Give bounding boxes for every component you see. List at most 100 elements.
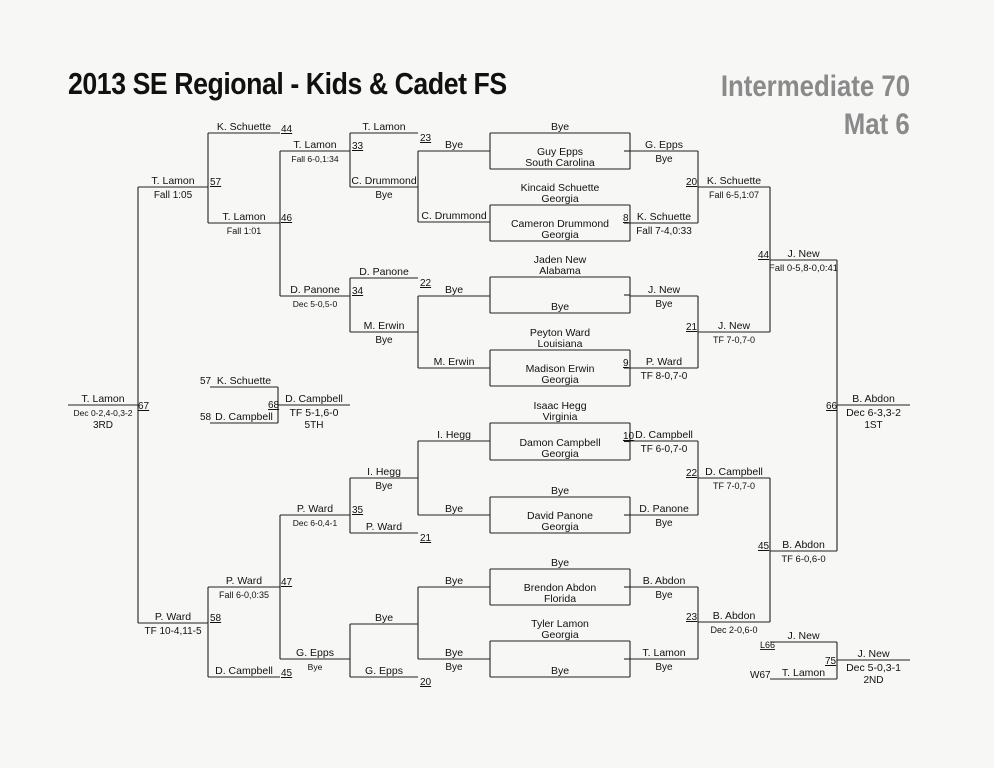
champ-quarter-1-name: K. Schuette — [707, 175, 761, 187]
match-1-top-bye: Bye — [551, 121, 569, 133]
fifth-place-place: 5TH — [305, 420, 324, 431]
champion-result: Dec 6-3,3-2 — [846, 407, 901, 419]
bout-number: 33 — [352, 141, 364, 152]
match-5-bottom-wrestler: Damon Campbell — [519, 437, 600, 449]
match-3-top-wrestler: Jaden New — [534, 254, 587, 266]
match-4-top-state: Louisiana — [538, 338, 583, 350]
mat-number: Mat 6 — [844, 108, 910, 141]
champ-r1-5-result: TF 6-0,7-0 — [641, 444, 688, 455]
bout-number: 75 — [825, 656, 837, 667]
third-place-name: T. Lamon — [81, 393, 124, 405]
bout-number: 57 — [210, 177, 222, 188]
fifth-bottom-bout: 58 — [200, 412, 212, 423]
conso-r3-4-name: D. Campbell — [215, 665, 273, 677]
conso-r4-1-result: Fall 1:05 — [154, 190, 193, 201]
match-2-bottom-state: Georgia — [541, 229, 579, 241]
champ-r1-1-result: Bye — [655, 154, 673, 165]
champ-quarter-1-result: Fall 6-5,1:07 — [709, 190, 759, 200]
conso-r3-3-result: Fall 6-0,0:35 — [219, 590, 269, 600]
conso-r1-4-name: D. Panone — [359, 266, 409, 278]
champ-r1-7-result: Bye — [655, 590, 673, 601]
conso-r1-10-name: Bye — [375, 612, 393, 624]
bout-number: 47 — [281, 577, 293, 588]
third-place-place: 3RD — [93, 420, 113, 431]
conso-r1-11-result: Bye — [445, 662, 463, 673]
match-6-bottom-state: Georgia — [541, 521, 579, 533]
fifth-place-result: TF 5-1,6-0 — [289, 407, 338, 419]
conso-r3-2-name: T. Lamon — [222, 211, 265, 223]
match-2-bottom-wrestler: Cameron Drummond — [511, 218, 609, 230]
bout-number: 10 — [623, 431, 635, 442]
conso-r3-1-name: K. Schuette — [217, 121, 271, 133]
page-title: 2013 SE Regional - Kids & Cadet FS — [68, 66, 507, 101]
conso-r2-2-name: D. Panone — [290, 284, 340, 296]
conso-r1-6-name: M. Erwin — [434, 356, 475, 368]
match-4-bottom-state: Georgia — [541, 374, 579, 386]
match-7-top-bye: Bye — [551, 557, 569, 569]
bout-number: 8 — [623, 213, 629, 224]
conso-r2-3-name: P. Ward — [297, 503, 333, 515]
conso-r4-2-name: P. Ward — [155, 611, 191, 623]
match-2-top-wrestler: Kincaid Schuette — [521, 182, 600, 194]
bout-number: 22 — [420, 278, 432, 289]
conso-r1-2-result: Bye — [375, 190, 393, 201]
match-4-top-wrestler: Peyton Ward — [530, 327, 590, 339]
conso-r2-4-result: Bye — [308, 662, 323, 672]
match-8-top-state: Georgia — [541, 629, 579, 641]
match-8-top-wrestler: Tyler Lamon — [531, 618, 589, 630]
bout-number: 35 — [352, 505, 364, 516]
bout-number: 67 — [138, 401, 150, 412]
champ-r1-3-result: Bye — [655, 299, 673, 310]
conso-r1-8-result: Bye — [375, 481, 393, 492]
conso-r2-1-name: T. Lamon — [293, 139, 336, 151]
conso-r1-7-name: I. Hegg — [437, 429, 471, 441]
conso-r1-9-name: P. Ward — [366, 521, 402, 533]
champ-r1-8-result: Bye — [655, 662, 673, 673]
champ-quarter-4-result: Dec 2-0,6-0 — [710, 625, 757, 635]
third-place-result: Dec 0-2,4-0,3-2 — [73, 408, 132, 418]
conso-r3-2-result: Fall 1:01 — [227, 226, 262, 236]
bout-number: 68 — [268, 400, 280, 411]
champ-quarter-2-result: TF 7-0,7-0 — [713, 335, 755, 345]
champ-semi-2-name: B. Abdon — [782, 539, 825, 551]
weight-class-title: Intermediate 70 — [720, 70, 910, 103]
conso-r2-3-result: Dec 6-0,4-1 — [293, 518, 338, 528]
match-3-bottom-bye: Bye — [551, 301, 569, 313]
second-bottom-name: T. Lamon — [782, 667, 825, 679]
conso-r2-2-result: Dec 5-0,5-0 — [293, 299, 338, 309]
second-place-name: J. New — [857, 648, 890, 660]
champ-semi-1-result: Fall 0-5,8-0,0:41 — [769, 263, 838, 274]
champ-r1-1-name: G. Epps — [645, 139, 683, 151]
match-5-top-state: Virginia — [543, 411, 578, 423]
champion-place: 1ST — [864, 420, 882, 431]
conso-r1-2-name: C. Drummond — [351, 175, 417, 187]
conso-r1-5-result: Bye — [375, 335, 393, 346]
bout-number: 20 — [420, 677, 432, 688]
conso-r4-2-result: TF 10-4,11-5 — [144, 626, 201, 637]
conso-bye-name: Bye — [445, 284, 463, 296]
conso-bye-name: Bye — [445, 503, 463, 515]
conso-r1-3-name: C. Drummond — [421, 210, 487, 222]
match-8-bottom-bye: Bye — [551, 665, 569, 677]
bout-number: 44 — [281, 124, 293, 135]
match-6-bottom-wrestler: David Panone — [527, 510, 593, 522]
champ-quarter-3-name: D. Campbell — [705, 466, 763, 478]
bout-number: 23 — [420, 133, 432, 144]
champ-quarter-2-name: J. New — [718, 320, 751, 332]
conso-r1-5-name: M. Erwin — [364, 320, 405, 332]
match-4-bottom-wrestler: Madison Erwin — [526, 363, 595, 375]
match-6-top-bye: Bye — [551, 485, 569, 497]
champ-r1-8-name: T. Lamon — [642, 647, 685, 659]
bout-number: 22 — [686, 468, 698, 479]
match-1-bottom-state: South Carolina — [525, 157, 595, 169]
fifth-bottom-name: D. Campbell — [215, 411, 273, 423]
conso-r2-4-name: G. Epps — [296, 647, 334, 659]
winner-from-bout: W67 — [750, 670, 771, 681]
bout-number: 23 — [686, 612, 698, 623]
bout-number: 66 — [826, 401, 838, 412]
match-1-bottom-wrestler: Guy Epps — [537, 146, 583, 158]
match-2-top-state: Georgia — [541, 193, 579, 205]
bout-number: 46 — [281, 213, 293, 224]
champ-r1-5-name: D. Campbell — [635, 429, 693, 441]
bout-number: 45 — [281, 668, 293, 679]
